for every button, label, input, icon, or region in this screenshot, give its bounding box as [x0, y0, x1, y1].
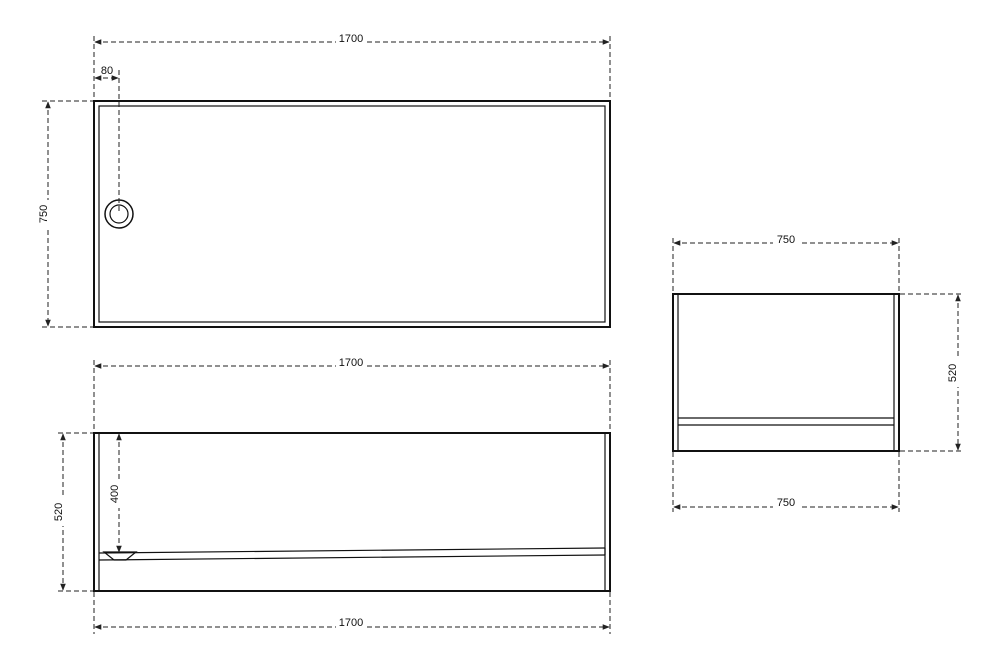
side-height-label: 520: [947, 364, 959, 382]
front-height-dimension: 520: [53, 432, 93, 592]
plan-width-dimension: 750: [38, 100, 93, 328]
side-view: 750 750 520: [672, 234, 964, 512]
front-drain-icon: [102, 551, 138, 561]
side-top-width-label: 750: [777, 234, 795, 246]
front-inner-depth-dimension: 400: [109, 433, 122, 553]
front-bottom-length-dimension: 1700: [93, 592, 611, 634]
plan-drain-offset-dimension: 80: [94, 65, 120, 214]
front-view: 1700 1700 520 400: [53, 357, 611, 634]
plan-length-dimension: 1700: [93, 33, 611, 100]
front-inner-depth-label: 400: [109, 485, 121, 503]
front-height-label: 520: [53, 503, 65, 521]
front-sloped-base: [98, 547, 606, 561]
side-outer-outline: [672, 293, 900, 452]
drain-icon: [104, 199, 134, 229]
front-outer-outline: [93, 432, 611, 592]
front-top-length-label: 1700: [339, 357, 363, 369]
plan-inner-outline: [98, 105, 606, 323]
plan-outer-outline: [93, 100, 611, 328]
plan-view: 1700 80 750: [38, 33, 611, 328]
side-top-width-dimension: 750: [672, 234, 900, 293]
front-top-length-dimension: 1700: [93, 357, 611, 432]
side-bottom-width-dimension: 750: [672, 452, 900, 512]
front-bottom-length-label: 1700: [339, 617, 363, 629]
plan-width-label: 750: [38, 205, 50, 223]
plan-drain-offset-label: 80: [101, 65, 113, 77]
side-height-dimension: 520: [900, 293, 964, 452]
plan-length-label: 1700: [339, 33, 363, 45]
side-bottom-width-label: 750: [777, 497, 795, 509]
